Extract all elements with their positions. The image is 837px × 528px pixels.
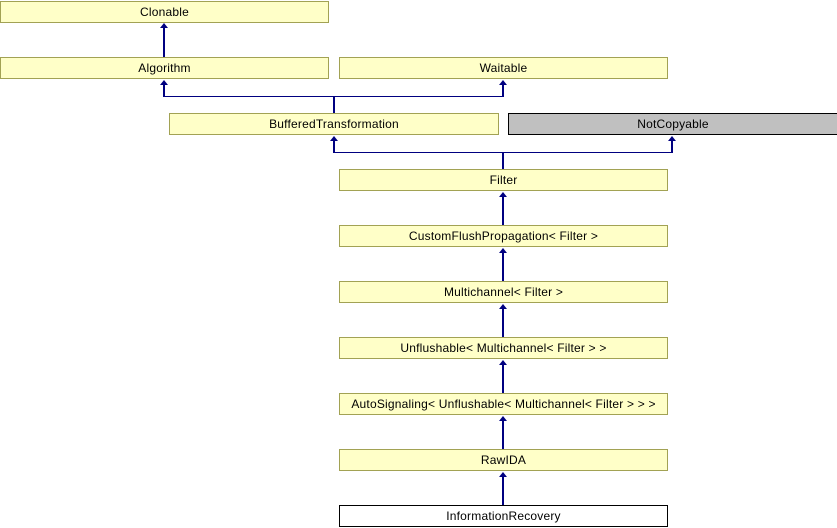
class-node-customflushpropagation[interactable]: CustomFlushPropagation< Filter > <box>339 225 668 247</box>
edge-line-vertical <box>502 253 504 281</box>
edge-line-vertical <box>502 365 504 393</box>
arrowhead-up-icon <box>499 192 507 197</box>
edge-line-vertical <box>502 85 504 97</box>
arrowhead-up-icon <box>330 136 338 141</box>
class-node-waitable[interactable]: Waitable <box>339 57 668 79</box>
edge-line-vertical <box>502 309 504 337</box>
class-node-filter[interactable]: Filter <box>339 169 668 191</box>
arrowhead-up-icon <box>499 360 507 365</box>
edge-line-vertical <box>163 85 165 97</box>
class-node-algorithm[interactable]: Algorithm <box>0 57 329 79</box>
arrowhead-up-icon <box>499 472 507 477</box>
arrowhead-up-icon <box>499 80 507 85</box>
class-node-clonable[interactable]: Clonable <box>0 1 329 23</box>
arrowhead-up-icon <box>499 248 507 253</box>
arrowhead-up-icon <box>160 23 168 28</box>
class-node-multichannel[interactable]: Multichannel< Filter > <box>339 281 668 303</box>
edge-line-vertical <box>333 96 335 113</box>
class-node-unflushable[interactable]: Unflushable< Multichannel< Filter > > <box>339 337 668 359</box>
class-node-informationrecovery: InformationRecovery <box>339 505 668 527</box>
arrowhead-up-icon <box>668 136 676 141</box>
class-node-bufferedtransformation[interactable]: BufferedTransformation <box>169 113 499 135</box>
arrowhead-up-icon <box>160 80 168 85</box>
class-node-rawida[interactable]: RawIDA <box>339 449 668 471</box>
edge-line-vertical <box>502 477 504 505</box>
edge-line-vertical <box>163 28 165 57</box>
edge-line-vertical <box>502 197 504 225</box>
edge-line-vertical <box>671 141 673 153</box>
edge-line-vertical <box>502 421 504 449</box>
edge-line-vertical <box>502 152 504 169</box>
edge-line-vertical <box>333 141 335 153</box>
class-node-autosignaling[interactable]: AutoSignaling< Unflushable< Multichannel… <box>339 393 668 415</box>
class-node-notcopyable: NotCopyable <box>508 113 837 135</box>
arrowhead-up-icon <box>499 304 507 309</box>
arrowhead-up-icon <box>499 416 507 421</box>
